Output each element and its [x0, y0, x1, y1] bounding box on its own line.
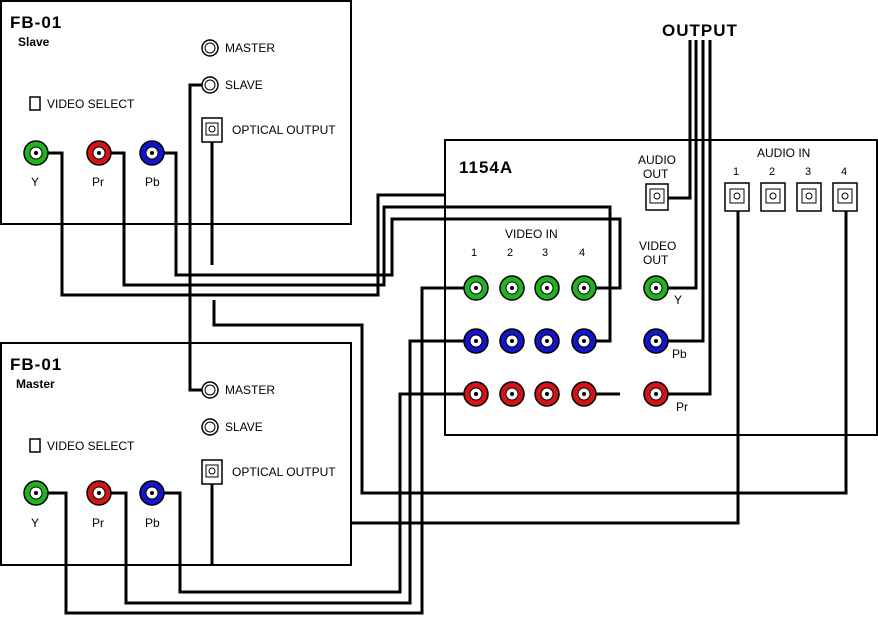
video-select-switch-icon[interactable]: [29, 96, 41, 111]
port-label-y: Y: [31, 516, 39, 530]
video-in-pr-jack-icon-2[interactable]: [499, 381, 525, 407]
output-label: OUTPUT: [662, 21, 738, 40]
video-select-label: VIDEO SELECT: [47, 439, 135, 453]
master-unit-title: FB-01: [10, 355, 62, 374]
audio-in-num-3: 3: [805, 166, 811, 178]
video-out-label-y: Y: [674, 293, 682, 307]
y-jack-icon[interactable]: [23, 480, 49, 506]
video-out-label-pr: Pr: [676, 400, 688, 414]
video-in-jacks: [463, 275, 597, 407]
audio-out-optical-jack-icon[interactable]: [645, 183, 669, 211]
video-out-label-line1: VIDEO: [639, 239, 676, 253]
port-label-pr: Pr: [92, 516, 104, 530]
video-in-pr-jack-icon-1[interactable]: [463, 381, 489, 407]
slave-label: SLAVE: [225, 420, 263, 434]
optical-output-label: OPTICAL OUTPUT: [232, 465, 336, 479]
cable-slave-optical-audio: [212, 196, 848, 495]
video-in-label: VIDEO IN: [505, 227, 558, 241]
video-in-pb-jack-icon-1[interactable]: [463, 328, 489, 354]
video-in-pr-jack-icon-4[interactable]: [571, 381, 597, 407]
master-unit-panel: [0, 342, 352, 566]
video-in-pb-jack-icon-2[interactable]: [499, 328, 525, 354]
master-unit-subtitle: Master: [16, 377, 55, 391]
slave-unit-subtitle: Slave: [18, 35, 50, 49]
audio-in-num-4: 4: [841, 166, 847, 178]
audio-out-label-line1: AUDIO: [638, 153, 676, 167]
video-out-pb-jack-icon[interactable]: [643, 328, 669, 354]
video-select-label: VIDEO SELECT: [47, 97, 135, 111]
video-in-y-jack-icon-2[interactable]: [499, 275, 525, 301]
pr-jack-icon[interactable]: [86, 140, 112, 166]
optical-output-jack-icon[interactable]: [201, 459, 223, 485]
pb-jack-icon[interactable]: [139, 140, 165, 166]
master-unit: FB-01 Master VIDEO SELECT MASTER SLAVE O…: [10, 355, 336, 530]
audio-out-label-line2: OUT: [643, 167, 669, 181]
master-label: MASTER: [225, 41, 275, 55]
audio-in-optical-jack-icon-2[interactable]: [760, 182, 786, 212]
audio-in-optical-jack-icon-4[interactable]: [832, 182, 858, 212]
slave-label: SLAVE: [225, 78, 263, 92]
port-label-pb: Pb: [145, 516, 160, 530]
video-in-y-jack-icon-1[interactable]: [463, 275, 489, 301]
switcher-title: 1154A: [459, 158, 513, 177]
audio-in-num-1: 1: [733, 166, 739, 178]
video-in-num-2: 2: [507, 247, 513, 259]
video-in-pb-jack-icon-3[interactable]: [534, 328, 560, 354]
port-label-y: Y: [31, 175, 39, 189]
video-in-y-jack-icon-4[interactable]: [571, 275, 597, 301]
slave-unit-title: FB-01: [10, 13, 62, 32]
y-jack-icon[interactable]: [23, 140, 49, 166]
pr-jack-icon[interactable]: [86, 480, 112, 506]
slave-unit: FB-01 Slave VIDEO SELECT MASTER SLAVE OP…: [10, 13, 336, 189]
audio-in-optical-jack-icon-1[interactable]: [724, 182, 750, 212]
audio-in-num-2: 2: [769, 166, 775, 178]
video-out-pr-jack-icon[interactable]: [643, 381, 669, 407]
optical-output-label: OPTICAL OUTPUT: [232, 123, 336, 137]
video-select-switch-icon[interactable]: [29, 438, 41, 453]
video-out-y-jack-icon[interactable]: [643, 275, 669, 301]
optical-output-jack-icon[interactable]: [201, 117, 223, 143]
video-in-num-4: 4: [579, 247, 585, 259]
video-in-pr-jack-icon-3[interactable]: [534, 381, 560, 407]
audio-in-optical-jack-icon-3[interactable]: [796, 182, 822, 212]
video-out-label-pb: Pb: [672, 347, 687, 361]
video-in-num-3: 3: [542, 247, 548, 259]
video-in-pb-jack-icon-4[interactable]: [571, 328, 597, 354]
video-in-num-1: 1: [471, 247, 477, 259]
master-label: MASTER: [225, 383, 275, 397]
audio-in-jacks: [724, 182, 858, 212]
audio-in-label: AUDIO IN: [757, 146, 810, 160]
video-out-label-line2: OUT: [643, 253, 669, 267]
pb-jack-icon[interactable]: [139, 480, 165, 506]
switcher-unit: 1154A AUDIO OUT VIDEO OUT AUDIO IN VIDEO…: [459, 146, 858, 414]
port-label-pr: Pr: [92, 175, 104, 189]
video-in-y-jack-icon-3[interactable]: [534, 275, 560, 301]
port-label-pb: Pb: [145, 175, 160, 189]
